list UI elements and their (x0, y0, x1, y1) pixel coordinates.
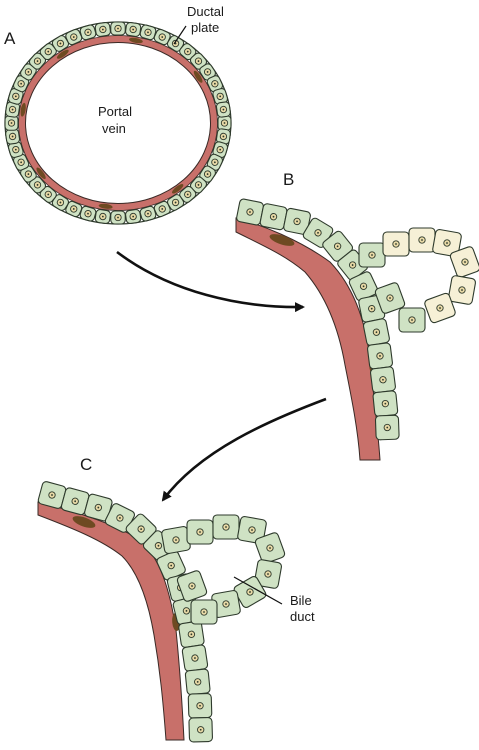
mesenchyme-strip-b (235, 217, 381, 461)
epithelial-cell (237, 516, 267, 544)
epithelial-cell (110, 21, 126, 36)
epithelial-cell (215, 101, 231, 118)
panel-c: C Bile duct (37, 455, 315, 743)
epithelial-cell (125, 209, 142, 225)
epithelial-cell (181, 644, 209, 672)
epithelial-cell (348, 271, 379, 302)
epithelial-cell (12, 75, 30, 93)
epithelial-cell (51, 194, 70, 211)
epithelial-cell (39, 43, 57, 61)
epithelial-cell (184, 668, 211, 696)
epithelial-cell (374, 282, 406, 314)
epithelial-cell (12, 153, 30, 171)
epithelial-cell (104, 503, 135, 533)
panel-a: A Ductal plate Portal vein (4, 4, 232, 225)
epithelial-cell (432, 229, 462, 257)
epithelial-cell (4, 115, 19, 131)
epithelial-cell (28, 176, 47, 194)
epithelial-cell (186, 519, 214, 545)
epithelial-cell (367, 342, 393, 370)
epithelial-cell (179, 185, 197, 203)
portal-vein-label: Portal (98, 104, 132, 119)
epithelial-cell (190, 599, 218, 625)
epithelial-cell (19, 63, 37, 81)
panel-b: B (235, 170, 479, 461)
epithelial-cell (236, 198, 264, 226)
panel-label-c: C (80, 455, 92, 474)
arrow-b-to-c (161, 397, 327, 502)
portal-vein-label-line2: vein (102, 121, 126, 136)
epithelial-cell (283, 207, 311, 235)
mesenchyme-nucleus (56, 49, 69, 59)
epithelial-cell (125, 21, 142, 37)
epithelial-cell (37, 481, 67, 509)
epithelial-cell (362, 318, 390, 347)
epithelial-cell (398, 307, 426, 333)
epithelial-cell (199, 165, 217, 183)
ductal-plate-label: Ductal (187, 4, 224, 19)
epithelial-cell (212, 514, 240, 540)
mesenchyme-nucleus (98, 203, 113, 209)
epithelial-cell (179, 43, 197, 61)
bile-duct-label-line2: duct (290, 609, 315, 624)
epithelial-cell (408, 227, 436, 253)
epithelial-cell (254, 559, 282, 589)
epithelial-cell (94, 209, 111, 225)
mesenchyme-nucleus (129, 37, 143, 44)
epithelial-cell (372, 390, 399, 417)
mesenchyme-nucleus (36, 167, 46, 180)
epithelial-cell (188, 716, 213, 743)
epithelial-cell (215, 128, 231, 145)
epithelial-cell (125, 513, 157, 545)
epithelial-cell (187, 693, 213, 719)
mesenchyme-nucleus (20, 102, 26, 117)
arrow-a-to-b (116, 250, 305, 313)
epithelial-cell (176, 570, 208, 602)
epithelial-cell (153, 28, 171, 46)
epithelial-cell (39, 185, 57, 203)
epithelial-cell (110, 210, 126, 225)
epithelial-cell (153, 200, 171, 218)
epithelial-cell (7, 141, 24, 158)
ductal-plate-ring (4, 21, 232, 225)
epithelial-cells-b (236, 198, 400, 441)
epithelial-cell (161, 526, 191, 554)
epithelial-cell (7, 88, 24, 105)
bile-duct-loop-c (161, 514, 286, 625)
epithelial-cells-c (37, 481, 213, 743)
epithelial-cell (166, 194, 185, 211)
bile-duct-pointer (233, 576, 283, 605)
panel-label-b: B (283, 170, 294, 189)
ductal-plate-pointer (173, 25, 187, 45)
ductal-plate-label-line2: plate (191, 20, 219, 35)
epithelial-cell (254, 532, 286, 564)
bile-duct-label: Bile (290, 593, 312, 608)
mesenchyme-nucleus (193, 70, 203, 83)
epithelial-cell (166, 35, 185, 52)
epithelial-cell (448, 275, 476, 305)
epithelial-cell (369, 366, 396, 394)
epithelial-cell (94, 21, 111, 37)
epithelial-cell (217, 115, 232, 131)
epithelial-cell (424, 292, 456, 324)
epithelial-cell (65, 200, 83, 218)
epithelial-cell (449, 246, 479, 278)
panel-label-a: A (4, 29, 16, 48)
epithelial-cell (212, 88, 229, 105)
mesenchyme-nucleus (171, 184, 184, 194)
epithelial-cell (156, 550, 186, 581)
epithelial-cell (79, 24, 97, 41)
mesenchyme-nucleus (269, 234, 295, 246)
epithelial-cell (65, 28, 83, 46)
epithelial-cell (139, 205, 157, 222)
mesenchyme-nucleus (72, 516, 96, 528)
epithelial-cell (358, 242, 386, 268)
epithelial-cell (28, 52, 47, 70)
epithelial-cell (374, 414, 400, 441)
epithelial-cell (178, 620, 205, 648)
epithelial-cell (382, 231, 410, 257)
forming-duct-loop-b (358, 227, 479, 333)
